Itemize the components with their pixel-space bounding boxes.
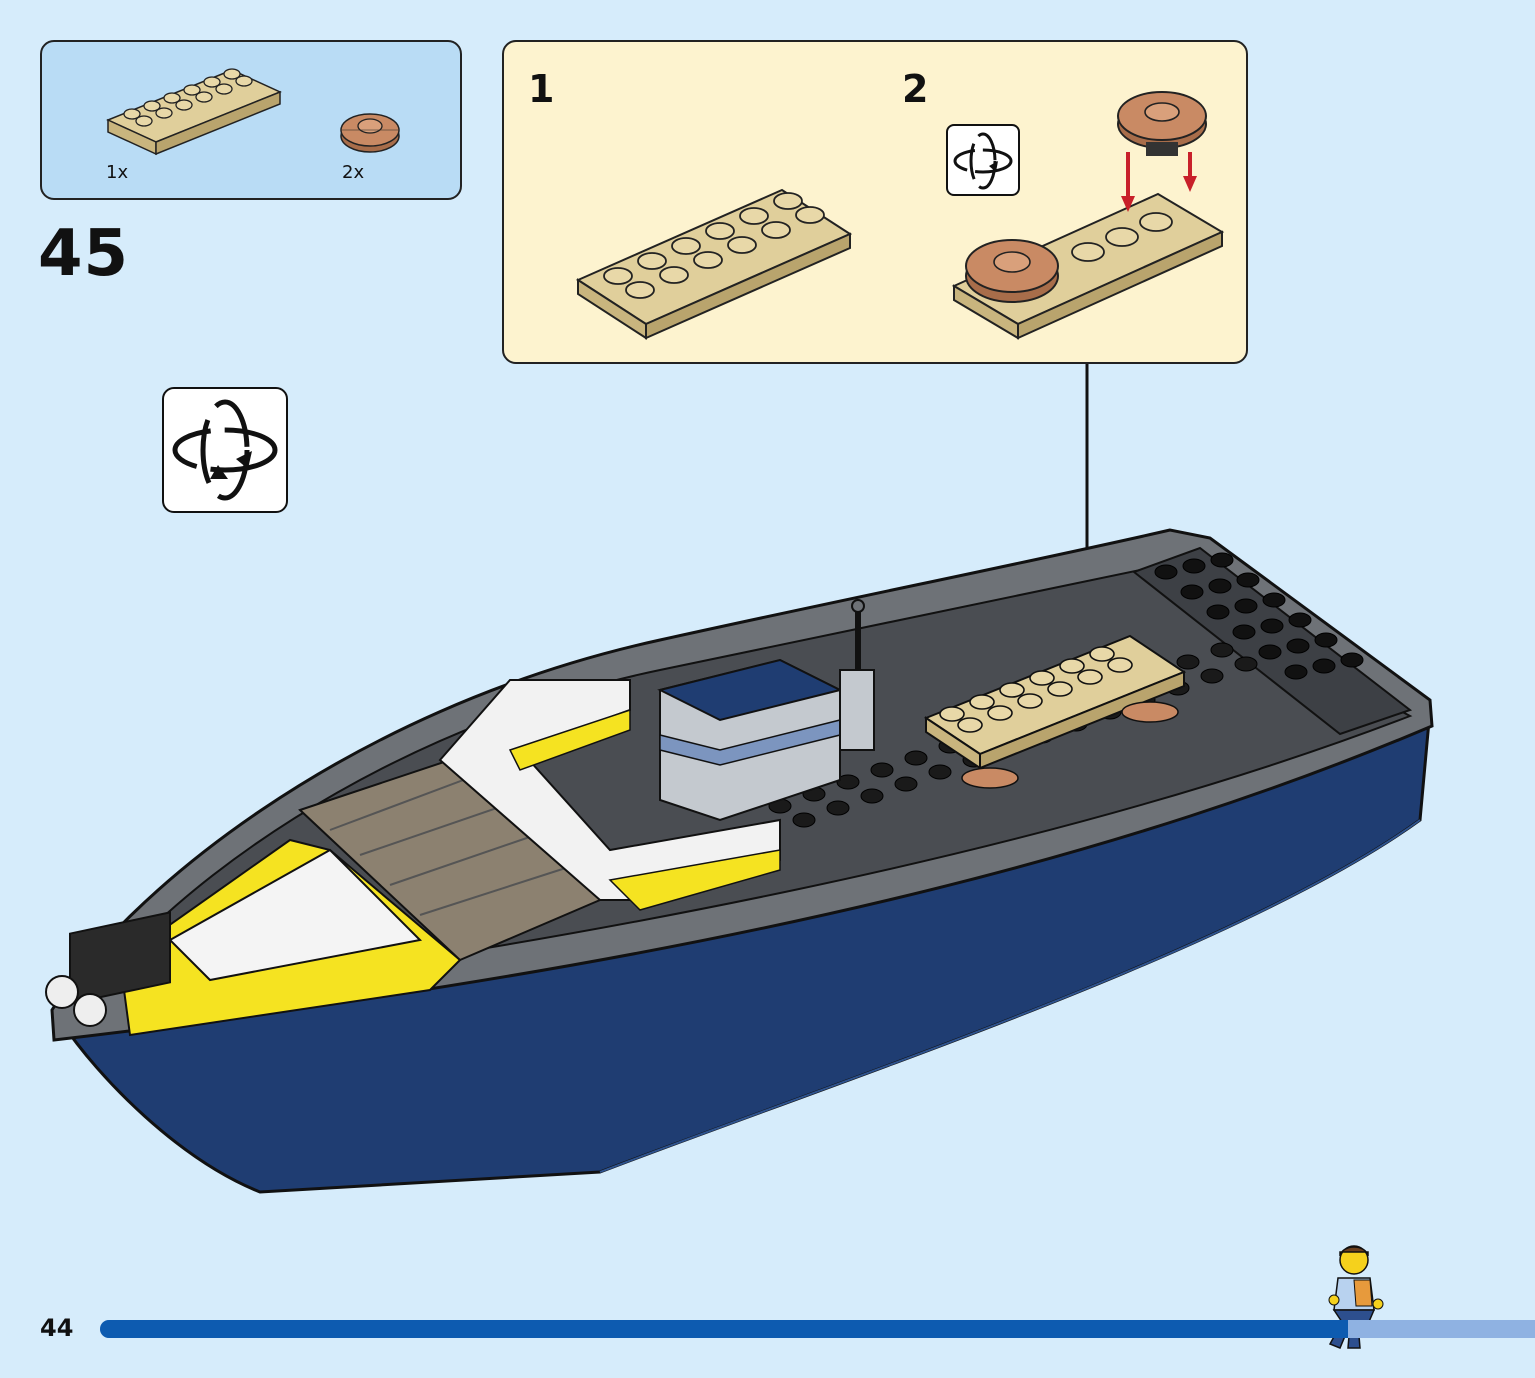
stud	[705, 222, 735, 240]
stud	[792, 812, 816, 828]
stud	[1286, 638, 1310, 654]
stud	[163, 92, 181, 104]
stud	[659, 266, 689, 284]
stud	[183, 84, 201, 96]
stud	[1234, 598, 1258, 614]
stud	[1077, 669, 1103, 685]
stud	[625, 281, 655, 299]
stud	[603, 267, 633, 285]
stud	[904, 750, 928, 766]
boat-model	[45, 528, 1434, 1194]
substep-panel: 1 2	[502, 40, 1248, 364]
stud	[987, 705, 1013, 721]
part-quantity-1: 1x	[106, 162, 129, 183]
stud	[761, 221, 791, 239]
stud	[939, 706, 965, 722]
stud	[155, 107, 173, 119]
stud	[123, 108, 141, 120]
stud	[773, 192, 803, 210]
stud	[1210, 642, 1234, 658]
stud	[637, 252, 667, 270]
stud	[143, 100, 161, 112]
stud	[1210, 552, 1234, 568]
minifigure-runner-icon	[1328, 1245, 1384, 1349]
stud	[1208, 578, 1232, 594]
stud	[1059, 658, 1085, 674]
stud	[1234, 656, 1258, 672]
stud	[1206, 604, 1230, 620]
stud	[957, 717, 983, 733]
stud	[1340, 652, 1364, 668]
part-quantity-2: 2x	[342, 162, 365, 183]
stud	[1154, 564, 1178, 580]
stud	[1176, 654, 1200, 670]
stud	[1107, 657, 1133, 673]
stud	[1262, 592, 1286, 608]
stud	[727, 236, 757, 254]
stud	[693, 251, 723, 269]
step-number: 45	[38, 217, 130, 291]
stud	[1288, 612, 1312, 628]
stud	[1180, 584, 1204, 600]
tan-plate-with-round-plates-substep-2	[951, 91, 1225, 340]
stud	[203, 76, 221, 88]
stud	[235, 75, 253, 87]
stud	[1260, 618, 1284, 634]
stud	[223, 68, 241, 80]
stud	[860, 788, 884, 804]
stud	[1284, 664, 1308, 680]
substep-number-2: 2	[902, 67, 929, 111]
stud	[870, 762, 894, 778]
stud	[1047, 681, 1073, 697]
stud	[671, 237, 701, 255]
stud	[195, 91, 213, 103]
tan-plate-2x6-part	[106, 68, 282, 156]
stud	[894, 776, 918, 792]
stud	[215, 83, 233, 95]
stud	[1232, 624, 1256, 640]
stud	[999, 682, 1025, 698]
stud	[795, 206, 825, 224]
rotate-model-icon	[162, 387, 288, 513]
tan-plate-2x6-substep-1	[575, 188, 853, 340]
stud	[1258, 644, 1282, 660]
stud	[1236, 572, 1260, 588]
stud	[135, 115, 153, 127]
stud	[1312, 658, 1336, 674]
stud	[175, 99, 193, 111]
stud	[1182, 558, 1206, 574]
progress-fill	[100, 1320, 1349, 1338]
parts-list-panel: 1x 2x	[40, 40, 462, 200]
rotate-model-icon-small	[946, 124, 1020, 196]
stud	[1029, 670, 1055, 686]
stud	[928, 764, 952, 780]
substep-number-1: 1	[528, 67, 555, 111]
round-plate-2x2-part	[340, 113, 400, 153]
stud	[739, 207, 769, 225]
stud	[1089, 646, 1115, 662]
stud	[969, 694, 995, 710]
stud	[1314, 632, 1338, 648]
stud	[826, 800, 850, 816]
stud	[1200, 668, 1224, 684]
progress-bar	[100, 1320, 1535, 1338]
stud	[1017, 693, 1043, 709]
page-number: 44	[40, 1314, 74, 1342]
